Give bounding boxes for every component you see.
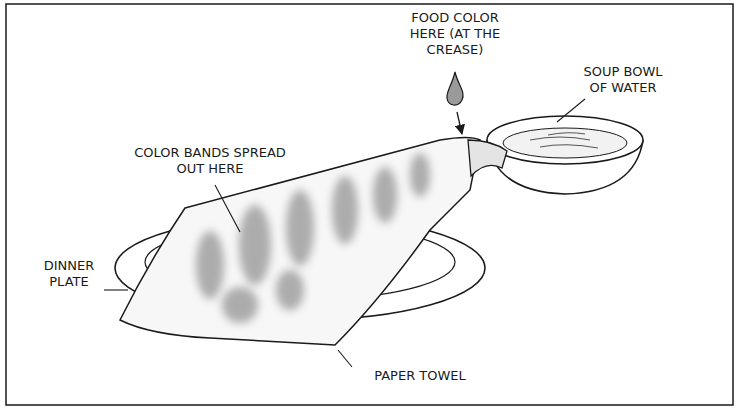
callout-label: FOOD COLOR HERE (AT THE CREASE) (395, 10, 515, 58)
leader-line (104, 289, 128, 290)
water (503, 128, 627, 158)
leader-line (215, 185, 240, 232)
towel-crease (468, 140, 507, 176)
callout-label: PAPER TOWEL (355, 368, 485, 384)
water-ripples (530, 133, 598, 148)
bowl-rim (487, 116, 643, 164)
frame (6, 4, 733, 405)
color-bands (196, 153, 430, 323)
leader-line (557, 99, 585, 122)
paper-towel (120, 138, 480, 346)
food-color-drop (447, 72, 463, 105)
callout-label: DINNER PLATE (34, 258, 104, 290)
drop-arrow (457, 112, 462, 134)
callout-label: SOUP BOWL OF WATER (578, 64, 668, 96)
callout-label: COLOR BANDS SPREAD OUT HERE (125, 145, 295, 177)
leader-line (338, 350, 352, 367)
